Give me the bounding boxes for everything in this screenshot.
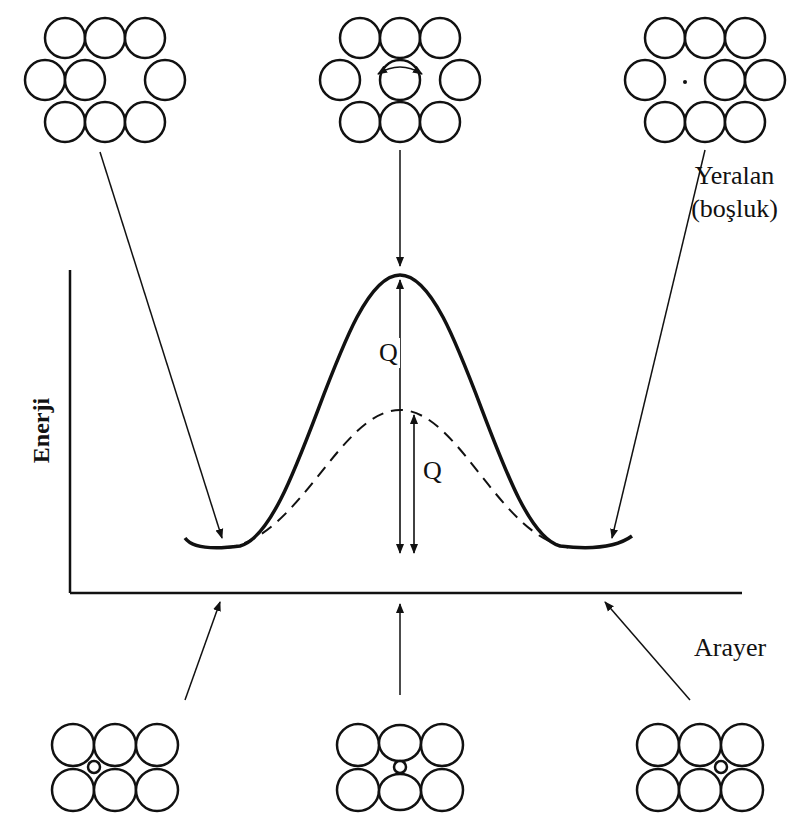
site-label: Arayer bbox=[694, 633, 766, 663]
energy-label: Q bbox=[377, 338, 400, 368]
axis-title: Enerji bbox=[28, 397, 55, 462]
energy-label: Q bbox=[421, 456, 444, 486]
site-label: Yeralan (boşluk) bbox=[672, 160, 797, 225]
